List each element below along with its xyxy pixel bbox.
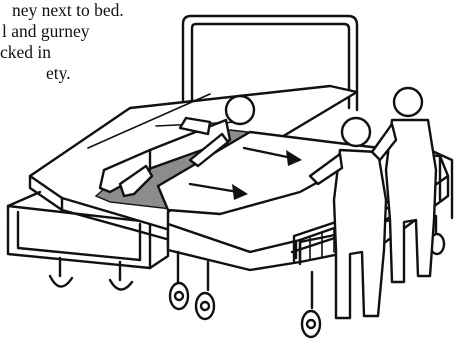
- patient-transfer-illustration: [0, 0, 459, 347]
